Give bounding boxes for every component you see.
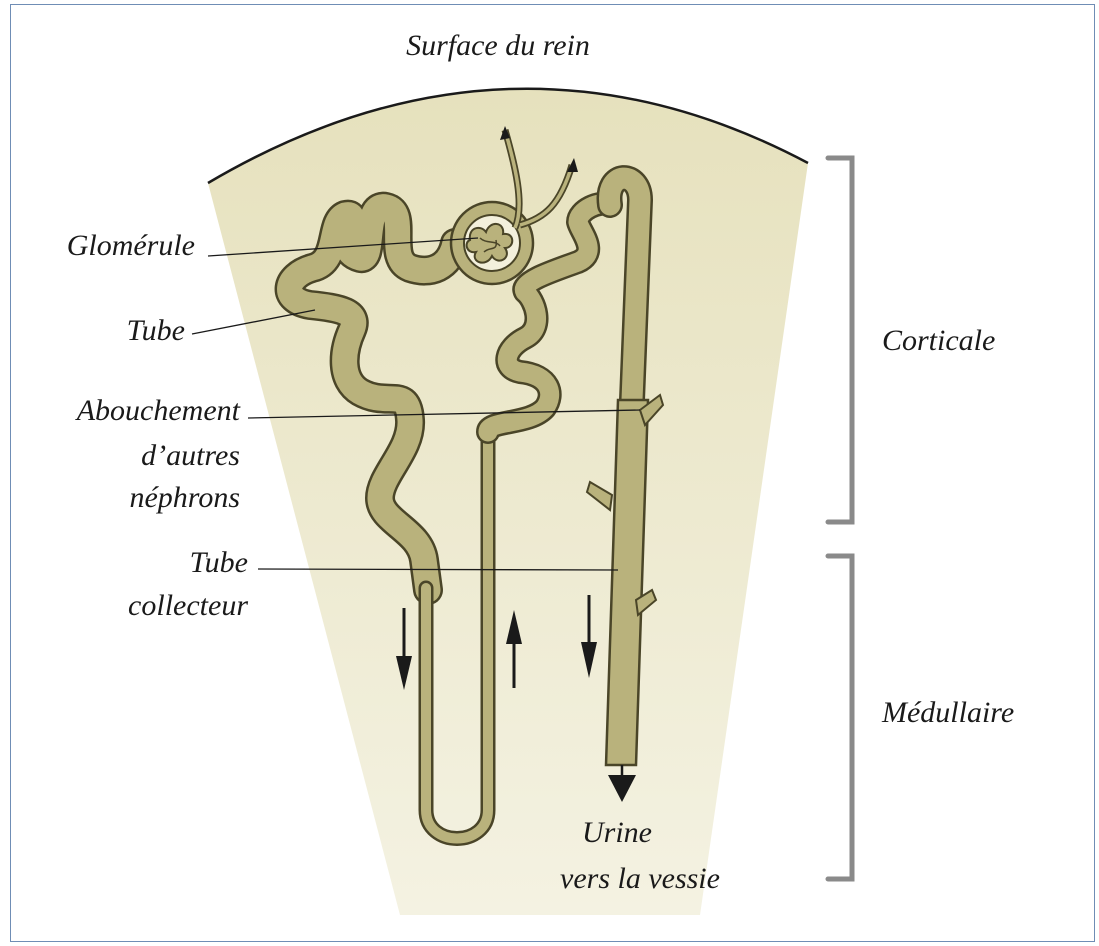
label-abouchement-line1: Abouchement — [75, 394, 241, 427]
region-brackets — [828, 158, 852, 879]
label-abouchement-line3: néphrons — [129, 481, 240, 514]
label-glomerule: Glomérule — [67, 229, 195, 262]
label-corticale: Corticale — [882, 324, 995, 357]
label-tube: Tube — [127, 314, 185, 347]
label-medullaire: Médullaire — [881, 696, 1014, 729]
label-abouchement-line2: d’autres — [141, 439, 240, 472]
bracket-corticale — [828, 158, 852, 522]
diagram-title: Surface du rein — [406, 29, 590, 62]
label-tube-collecteur-line2: collecteur — [128, 589, 248, 622]
label-urine-line1: Urine — [582, 816, 652, 849]
bracket-medullaire — [828, 556, 852, 879]
label-urine-line2: vers la vessie — [560, 862, 720, 895]
label-tube-collecteur-line1: Tube — [190, 546, 248, 579]
